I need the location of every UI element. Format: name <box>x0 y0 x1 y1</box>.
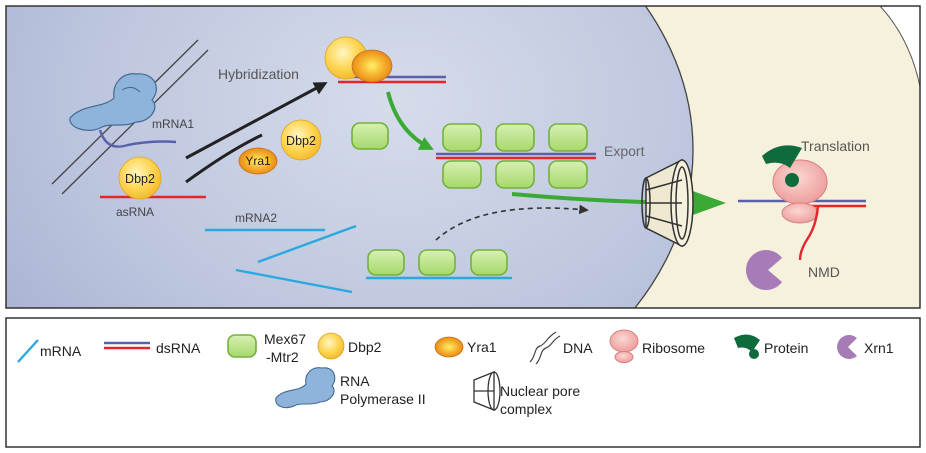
legend-xrn1-icon <box>837 334 857 359</box>
rna-polymerase-ii <box>69 73 157 131</box>
nascent-protein-bead <box>785 173 799 187</box>
nascent-protein <box>762 145 802 168</box>
arrow-mex67-loading <box>386 91 434 150</box>
legend-mrna-label: mRNA <box>40 343 82 359</box>
legend-protein-label: Protein <box>764 340 808 356</box>
nucleus <box>6 6 694 308</box>
yra1-protein <box>238 147 278 175</box>
label-translation: Translation <box>801 138 870 154</box>
yra1-protein-top <box>351 49 393 83</box>
dbp2-protein-left <box>118 156 162 200</box>
legend-dsrna-label: dsRNA <box>156 340 201 356</box>
legend-panel <box>5 317 921 448</box>
label-mrna1: mRNA1 <box>152 117 194 131</box>
legend-xrn1-label: Xrn1 <box>864 340 894 356</box>
arrow-hybridization <box>185 82 328 160</box>
legend-rna-polymerase-icon <box>275 367 336 409</box>
arrow-export-head <box>690 190 726 216</box>
dbp2-protein-right <box>280 119 322 161</box>
nuclear-pore-complex <box>641 158 694 248</box>
legend-mex67-icon <box>227 334 257 358</box>
label-nmd: NMD <box>808 264 840 280</box>
label-yra1: Yra1 <box>245 154 271 168</box>
label-dbp2-right: Dbp2 <box>286 134 316 148</box>
legend-dbp2-label: Dbp2 <box>348 339 382 355</box>
mrna-mex67-complex <box>366 249 512 280</box>
ribosome-translating <box>738 159 866 224</box>
arrow-asrna-merge <box>185 133 263 184</box>
legend-dbp2-icon <box>317 332 345 360</box>
legend-pol2-label-1: RNA <box>340 373 370 389</box>
legend-mex67-label-2: -Mtr2 <box>266 349 299 365</box>
legend-yra1-icon <box>434 336 464 358</box>
legend-pore-label-1: Nuclear pore <box>500 383 580 399</box>
label-export: Export <box>604 143 645 159</box>
legend-protein-icon <box>734 334 760 359</box>
mrna1-strand <box>98 129 177 148</box>
dsrna-hybrid-top <box>324 36 446 84</box>
legend-ribosome-label: Ribosome <box>642 340 705 356</box>
label-asrna: asRNA <box>116 205 154 219</box>
dsrna-mex67-complex <box>436 123 596 189</box>
legend-mex67-label-1: Mex67 <box>264 331 306 347</box>
cell-edge-right <box>879 6 920 90</box>
legend-pol2-label-2: Polymerase II <box>340 391 426 407</box>
label-hybridization: Hybridization <box>218 66 299 82</box>
legend-yra1-label: Yra1 <box>467 339 497 355</box>
legend-ribosome-icon <box>609 329 639 363</box>
label-mrna2: mRNA2 <box>235 211 277 225</box>
legend-dna-label: DNA <box>563 340 593 356</box>
label-dbp2-left: Dbp2 <box>125 172 155 186</box>
legend-nuclear-pore-icon <box>473 371 501 411</box>
panel-border <box>5 5 921 309</box>
arrow-mrna-export-dashed <box>435 204 589 241</box>
mex67-single <box>351 122 389 150</box>
legend-dna-icon <box>529 331 561 365</box>
mrna-strand-a <box>257 224 357 264</box>
legend-mrna-icon <box>17 339 39 363</box>
legend-pore-label-2: complex <box>500 401 552 417</box>
nmd-rna-strand <box>798 205 820 261</box>
mrna-strand-b <box>235 268 353 294</box>
xrn1-nuclease <box>746 250 782 290</box>
